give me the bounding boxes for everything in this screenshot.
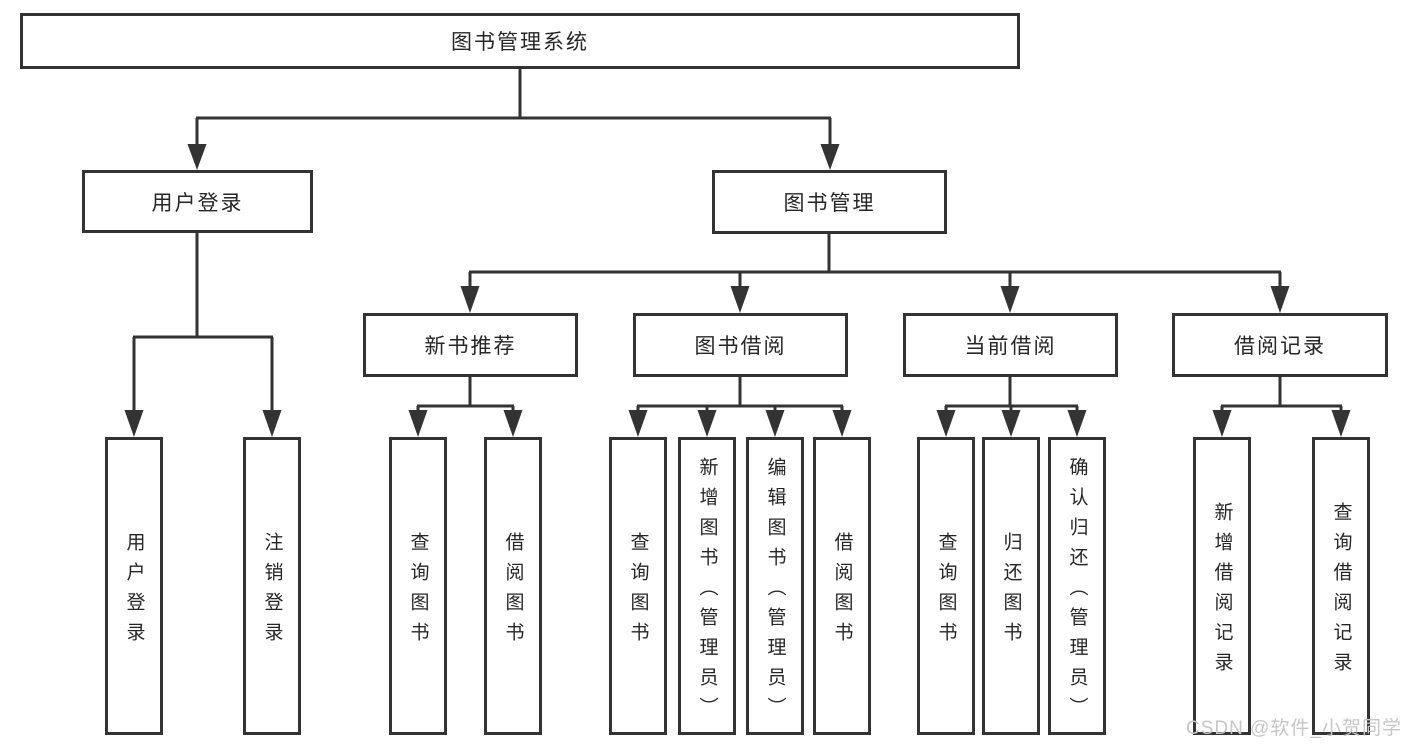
leaf-records-query: 查询借阅记录 <box>1312 437 1370 735</box>
leaf-newbooks-query: 查询图书 <box>389 437 447 735</box>
leaf-current-query: 查询图书 <box>917 437 975 735</box>
leaf-borrowing-query: 查询图书 <box>609 437 667 735</box>
leaf-borrowing-borrow-label: 借阅图书 <box>831 531 853 652</box>
node-user-login: 用户登录 <box>82 170 313 233</box>
node-user-login-label: 用户登录 <box>151 191 244 215</box>
leaf-current-confirm-return-admin: 确认归还（管理员） <box>1048 437 1106 735</box>
node-book-management-label: 图书管理 <box>783 192 876 215</box>
node-borrowing-records-label: 借阅记录 <box>1234 335 1326 358</box>
leaf-borrowing-query-label: 查询图书 <box>627 531 649 652</box>
leaf-newbooks-query-label: 查询图书 <box>407 531 429 652</box>
leaf-user-login: 用户登录 <box>105 437 163 735</box>
leaf-records-add: 新增借阅记录 <box>1193 437 1251 735</box>
leaf-borrowing-edit-admin: 编辑图书（管理员） <box>746 437 804 735</box>
node-new-books-label: 新书推荐 <box>424 335 517 358</box>
leaf-borrowing-add-admin: 新增图书（管理员） <box>678 437 736 735</box>
leaf-newbooks-borrow-label: 借阅图书 <box>502 531 524 652</box>
node-borrowing-records: 借阅记录 <box>1172 313 1388 377</box>
leaf-logout-label: 注销登录 <box>261 531 283 652</box>
leaf-current-query-label: 查询图书 <box>935 531 957 652</box>
leaf-user-login-label: 用户登录 <box>123 531 145 652</box>
leaf-borrowing-edit-admin-label: 编辑图书（管理员） <box>764 456 786 727</box>
node-book-borrowing-label: 图书借阅 <box>694 335 787 358</box>
csdn-watermark: CSDN @软件_小贺同学 <box>1186 718 1402 739</box>
node-root: 图书管理系统 <box>20 13 1020 69</box>
node-current-borrowing-label: 当前借阅 <box>964 335 1057 358</box>
node-book-management: 图书管理 <box>712 170 947 234</box>
leaf-records-add-label: 新增借阅记录 <box>1211 501 1233 682</box>
leaf-current-confirm-return-admin-label: 确认归还（管理员） <box>1066 456 1088 727</box>
node-book-borrowing: 图书借阅 <box>633 313 848 377</box>
leaf-borrowing-add-admin-label: 新增图书（管理员） <box>696 456 718 727</box>
node-current-borrowing: 当前借阅 <box>903 313 1118 377</box>
leaf-current-return-label: 归还图书 <box>1000 531 1022 652</box>
node-root-label: 图书管理系统 <box>451 31 589 54</box>
node-new-books: 新书推荐 <box>363 313 578 377</box>
leaf-borrowing-borrow: 借阅图书 <box>813 437 871 735</box>
leaf-records-query-label: 查询借阅记录 <box>1330 501 1352 682</box>
leaf-logout: 注销登录 <box>243 437 301 735</box>
leaf-newbooks-borrow: 借阅图书 <box>484 437 542 735</box>
leaf-current-return: 归还图书 <box>982 437 1040 735</box>
